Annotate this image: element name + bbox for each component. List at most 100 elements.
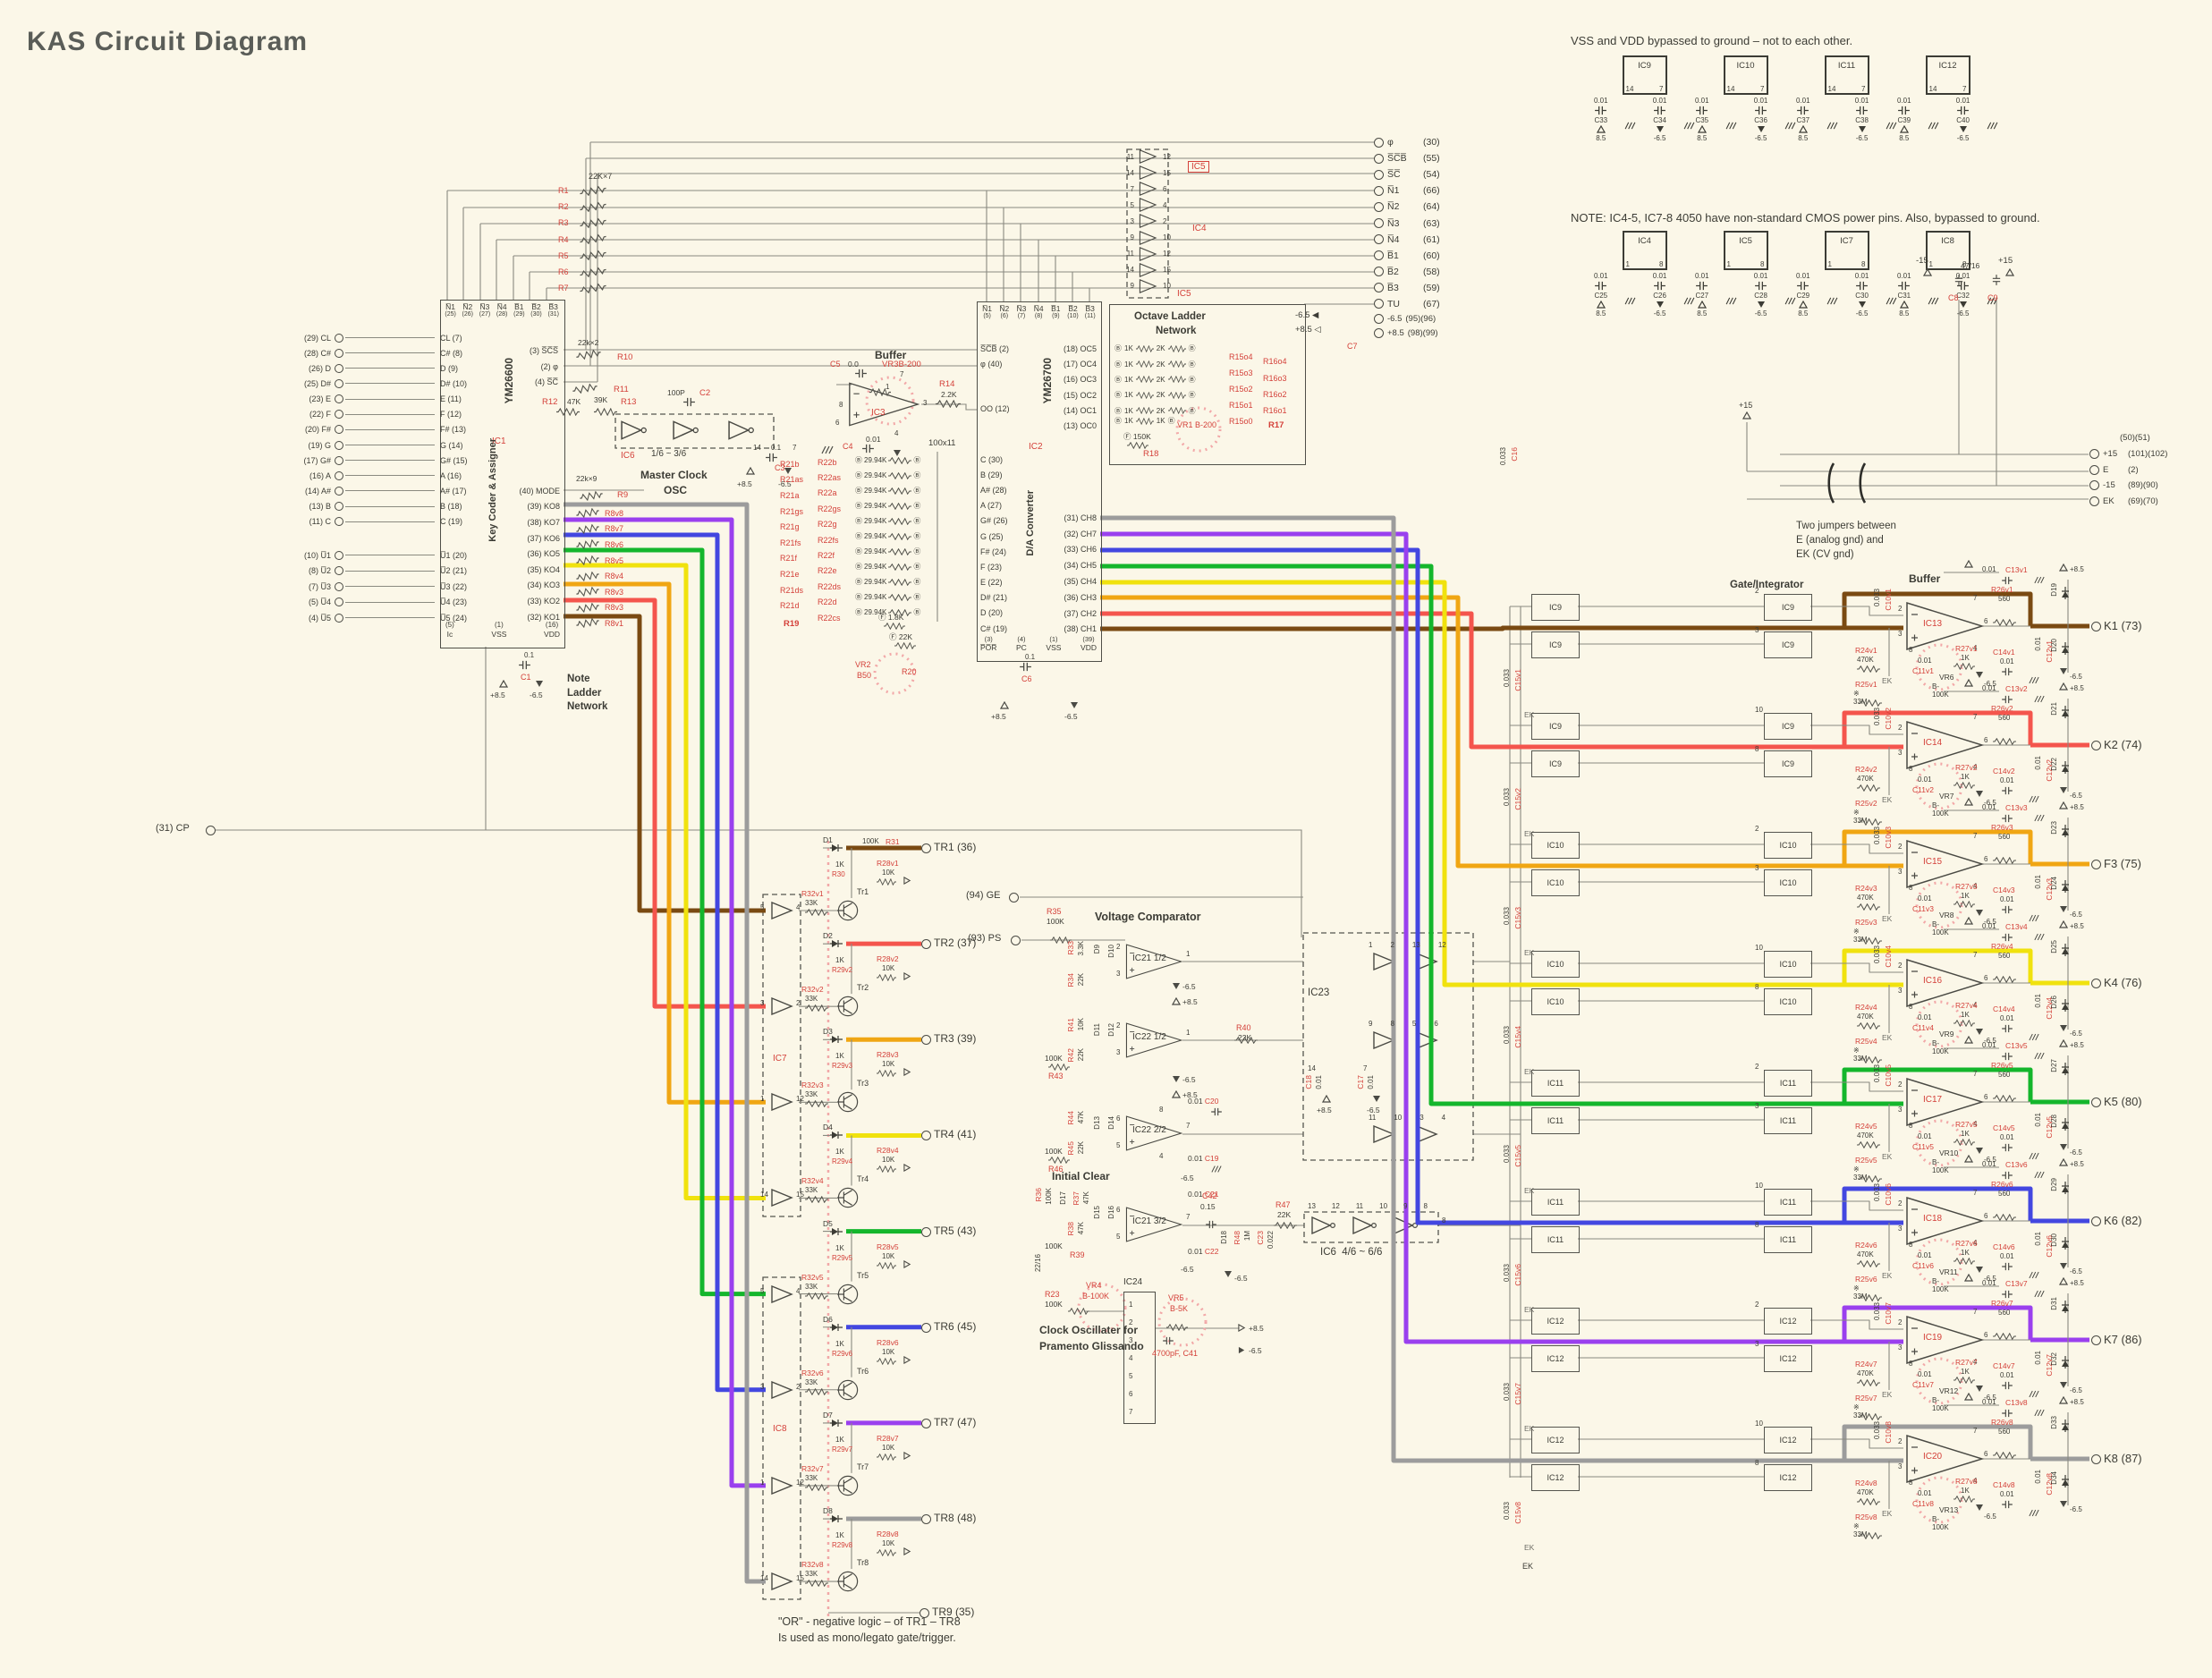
output-terminal [2091,741,2101,750]
arrow-down-icon [1975,671,1984,679]
r24-value: 470K [1857,656,1874,664]
vr-label: VR12 [1939,1386,1959,1395]
v-neg: -6.5 [2070,1386,2082,1394]
r43-value: 100K [1045,1054,1063,1063]
c13-label: C13v2 [2005,684,2028,693]
v-label: +8.5 [1295,325,1312,335]
b-mark-icon: Ⓑ [855,456,862,464]
ic-pin: F (23) [980,559,1008,574]
v-label: +8.5 [1387,327,1404,338]
resistor-icon [888,564,911,571]
ic-pin: C (19) [440,517,463,527]
r44-value: 47K [1077,1111,1085,1124]
tr-terminal [921,843,931,853]
pin-right: 7 [1861,85,1866,93]
arrow-up-icon [1964,1036,1973,1044]
ic-pin: U̅3 (22) [440,581,468,591]
power-terminal-row: EK(69)(70) [2089,494,2167,510]
resistor-icon [575,570,599,582]
ek-label: EK [1882,1509,1893,1518]
resistor-ref: R8v6 [605,539,624,549]
arrow-up-icon [1172,1090,1181,1098]
pin-right: 8 [1760,260,1765,268]
resistor-icon [1168,360,1186,368]
ic2-outline [977,301,1102,662]
r29-label: R29v6 [832,1349,853,1358]
arrow-up-icon [1698,125,1707,133]
ground-icon [1725,297,1737,305]
pin: 4 [1441,1114,1446,1122]
pin-name: VDD [544,629,560,639]
r32-value: 33K [805,995,818,1004]
pin-2: 2 [1898,1437,1903,1445]
ic-pin: (15) OC2 [1002,387,1097,403]
pin-label: (2) φ [540,361,558,371]
output-terminal [2091,1097,2101,1107]
diode-top-label: D29 [2050,1178,2058,1191]
gate-integrator-header: Gate/Integrator [1730,580,1804,590]
pin-number: 1 [1129,1300,1133,1309]
capacitor-icon [2002,1024,2013,1033]
m15-label: -15 [1916,256,1928,266]
terminal-pin: (69)(70) [2128,496,2158,507]
terminal-row: B̅1(60) [1374,248,1440,264]
transistor-icon [837,1379,859,1400]
c13-label: C13v7 [2005,1279,2028,1288]
capacitor-icon [2002,1381,2013,1390]
arrow-right-icon [903,972,911,980]
resistor-value: 29.94K [864,456,887,464]
pin-out: 10 [1163,282,1171,291]
resistor-ref: R22b [818,454,841,470]
diode-icon [830,1227,843,1236]
diode-bottom-label: D22 [2050,758,2058,771]
resistor-icon [1857,1260,1880,1267]
terminal-row: N̅4(61) [1374,232,1440,248]
gate-box: IC10 [1531,988,1580,1015]
gate-box: IC9 [1764,631,1812,658]
ground-icon [1928,122,1939,130]
v-neg: -6.5 [1249,1346,1262,1355]
r25-label: R25v6 [1855,1275,1877,1284]
resistor-icon [805,1196,828,1203]
r37-label: R37 [1072,1191,1081,1206]
label: C21 [1204,1190,1219,1199]
pin-name: B̅1 [1051,304,1061,313]
ground-icon [1928,297,1939,305]
terminal-circle [335,425,343,435]
arrow-down-icon [1975,909,1984,917]
v-pos: 8.5 [1899,134,1910,142]
ic-pin: (35) KO4 [449,562,560,578]
wire [345,428,435,430]
resistor-icon [1993,619,2016,626]
resistor-icon [1136,392,1154,399]
pin: 6 [1116,1206,1121,1214]
r9-label: R9 [617,490,629,500]
capacitor-icon [1992,275,2001,285]
r26-label: R26v7 [1991,1299,2013,1308]
c11-value: 0.01 [1918,1489,1932,1497]
arrow-down-icon [1975,1385,1984,1393]
resistor-ref: R22f [818,547,841,563]
pin-label: (15) OC2 [1063,390,1097,400]
ic-pin: (14) OC1 [1002,403,1097,418]
r24-value: 470K [1857,775,1874,783]
r8-row: R8v1 [576,615,623,631]
b-mark-icon: Ⓑ [913,517,921,525]
terminal-row: B̅3(59) [1374,280,1440,296]
v-neg: -6.5 [1984,1394,1996,1402]
r27-label: R27v8 [1955,1477,1978,1486]
r-1k: 1K [1124,391,1133,400]
pin: 2 [1129,1313,1132,1331]
ek-label: EK [1882,1152,1893,1161]
r36-value: 100K [1045,1188,1053,1205]
r11-label: R11 [614,385,629,394]
r45-label: R45 [1066,1141,1075,1156]
pullup-row: R7 [558,280,606,296]
r-2k: 2K [1156,375,1165,384]
clock-title-1: Clock Oscillater for [1039,1324,1139,1336]
r28-value: 10K [882,869,895,877]
